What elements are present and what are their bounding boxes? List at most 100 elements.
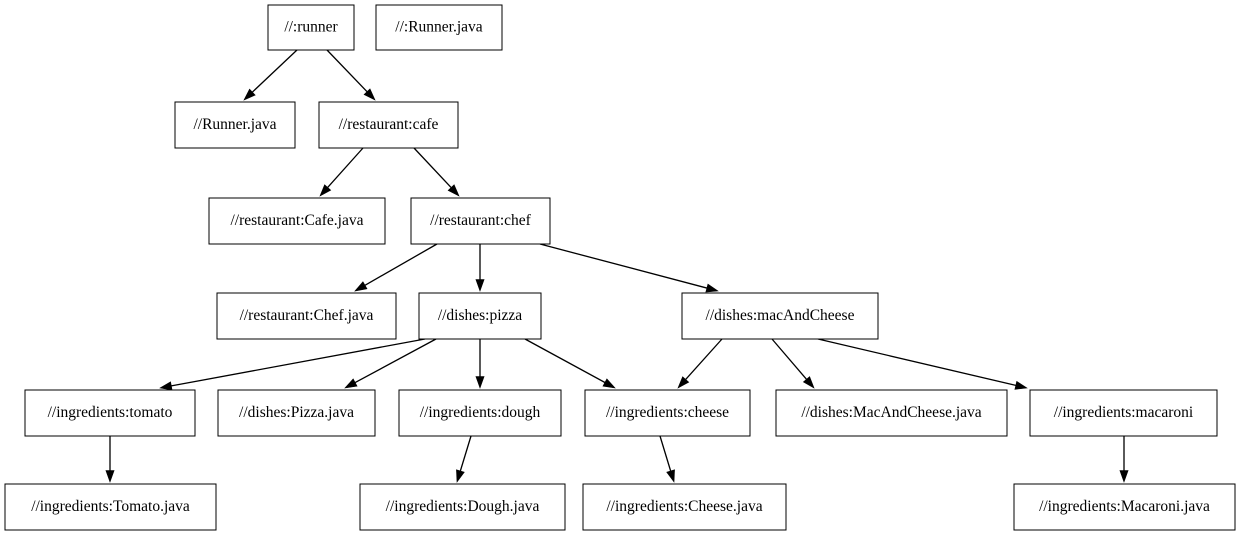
node-box[interactable] bbox=[1029, 389, 1218, 437]
graph-edge bbox=[659, 435, 675, 483]
graph-node[interactable]: //ingredients:cheese bbox=[584, 389, 751, 437]
edge-arrowhead-icon bbox=[475, 279, 485, 292]
node-box[interactable] bbox=[208, 197, 386, 245]
graph-node[interactable]: //ingredients:Tomato.java bbox=[4, 483, 217, 531]
graph-edge bbox=[413, 147, 460, 197]
node-label: //:runner bbox=[284, 19, 338, 36]
graph-edge bbox=[771, 338, 815, 389]
node-label: //ingredients:Cheese.java bbox=[606, 498, 762, 515]
graph-node[interactable]: //ingredients:tomato bbox=[24, 389, 196, 437]
node-label: //dishes:MacAndCheese.java bbox=[801, 404, 981, 421]
edge-shaft bbox=[771, 338, 808, 380]
edge-shaft bbox=[327, 147, 364, 188]
node-box[interactable] bbox=[410, 197, 551, 245]
edge-arrowhead-icon bbox=[344, 378, 358, 389]
edge-shaft bbox=[524, 338, 606, 384]
edge-arrowhead-icon bbox=[354, 281, 368, 292]
graph-edge bbox=[817, 338, 1028, 390]
node-box[interactable] bbox=[398, 389, 562, 437]
node-box[interactable] bbox=[584, 389, 751, 437]
edge-arrowhead-icon bbox=[105, 470, 115, 483]
node-box[interactable] bbox=[1013, 483, 1236, 531]
node-box[interactable] bbox=[217, 389, 376, 437]
edge-arrowhead-icon bbox=[159, 381, 173, 391]
node-box[interactable] bbox=[216, 292, 397, 340]
graph-edge bbox=[354, 243, 438, 292]
edge-arrowhead-icon bbox=[363, 88, 376, 101]
edge-arrowhead-icon bbox=[319, 184, 332, 197]
graph-node[interactable]: //dishes:pizza bbox=[418, 292, 542, 340]
node-label: //dishes:macAndCheese bbox=[706, 307, 855, 324]
node-label: //restaurant:chef bbox=[430, 212, 532, 229]
node-box[interactable] bbox=[318, 101, 459, 149]
edge-arrowhead-icon bbox=[666, 469, 675, 483]
node-box[interactable] bbox=[24, 389, 196, 437]
node-label: //ingredients:tomato bbox=[48, 404, 173, 421]
node-label: //restaurant:cafe bbox=[339, 116, 439, 133]
graph-node[interactable]: //restaurant:Cafe.java bbox=[208, 197, 386, 245]
node-box[interactable] bbox=[418, 292, 542, 340]
graph-edge bbox=[326, 49, 376, 101]
graph-edge bbox=[243, 49, 298, 101]
edge-shaft bbox=[685, 338, 723, 380]
graph-node[interactable]: //ingredients:Cheese.java bbox=[582, 483, 787, 531]
graph-node[interactable]: //ingredients:Dough.java bbox=[359, 483, 566, 531]
edge-arrowhead-icon bbox=[705, 283, 719, 293]
graph-node[interactable]: //ingredients:Macaroni.java bbox=[1013, 483, 1236, 531]
edge-arrowhead-icon bbox=[447, 184, 460, 197]
edge-arrowhead-icon bbox=[602, 378, 616, 389]
graph-edge bbox=[539, 243, 719, 293]
edge-arrowhead-icon bbox=[243, 88, 256, 101]
edge-shaft bbox=[459, 435, 472, 472]
node-box[interactable] bbox=[775, 389, 1008, 437]
graph-edge bbox=[677, 338, 723, 389]
graph-node[interactable]: //restaurant:cafe bbox=[318, 101, 459, 149]
node-label: //:Runner.java bbox=[395, 19, 483, 36]
node-box[interactable] bbox=[359, 483, 566, 531]
graph-node[interactable]: //dishes:Pizza.java bbox=[217, 389, 376, 437]
node-label: //restaurant:Chef.java bbox=[240, 307, 374, 324]
graph-edge bbox=[524, 338, 616, 389]
graph-node[interactable]: //dishes:macAndCheese bbox=[681, 292, 879, 340]
edge-shaft bbox=[413, 147, 452, 189]
edge-arrowhead-icon bbox=[1119, 470, 1129, 483]
node-label: //ingredients:dough bbox=[420, 404, 541, 421]
graph-node[interactable]: //:runner bbox=[267, 4, 355, 51]
edge-arrowhead-icon bbox=[475, 376, 485, 389]
edge-arrowhead-icon bbox=[456, 469, 465, 483]
graph-node[interactable]: //:Runner.java bbox=[375, 4, 503, 51]
graph-edge bbox=[105, 436, 115, 483]
node-label: //dishes:Pizza.java bbox=[239, 404, 354, 421]
node-label: //ingredients:cheese bbox=[606, 404, 729, 421]
graph-edge bbox=[159, 338, 426, 391]
edge-shaft bbox=[251, 49, 298, 93]
node-box[interactable] bbox=[174, 101, 296, 149]
graph-node[interactable]: //Runner.java bbox=[174, 101, 296, 149]
graph-node[interactable]: //dishes:MacAndCheese.java bbox=[775, 389, 1008, 437]
node-label: //ingredients:macaroni bbox=[1054, 404, 1194, 421]
graph-node[interactable]: //restaurant:chef bbox=[410, 197, 551, 245]
graph-edge bbox=[319, 147, 364, 197]
node-box[interactable] bbox=[375, 4, 503, 51]
node-box[interactable] bbox=[4, 483, 217, 531]
edge-arrowhead-icon bbox=[677, 376, 690, 389]
graph-node[interactable]: //restaurant:Chef.java bbox=[216, 292, 397, 340]
edge-shaft bbox=[171, 338, 426, 387]
node-box[interactable] bbox=[681, 292, 879, 340]
node-box[interactable] bbox=[267, 4, 355, 51]
graph-edge bbox=[475, 244, 485, 292]
node-label: //Runner.java bbox=[193, 116, 276, 133]
node-label: //ingredients:Dough.java bbox=[386, 498, 540, 515]
edge-arrowhead-icon bbox=[802, 376, 815, 389]
edge-arrowhead-icon bbox=[1014, 380, 1028, 390]
graph-node[interactable]: //ingredients:dough bbox=[398, 389, 562, 437]
graph-edge bbox=[475, 339, 485, 389]
edge-shaft bbox=[364, 243, 438, 286]
graph-node[interactable]: //ingredients:macaroni bbox=[1029, 389, 1218, 437]
node-box[interactable] bbox=[582, 483, 787, 531]
edge-shaft bbox=[539, 243, 708, 289]
node-label: //dishes:pizza bbox=[438, 307, 522, 324]
node-label: //ingredients:Macaroni.java bbox=[1039, 498, 1210, 515]
